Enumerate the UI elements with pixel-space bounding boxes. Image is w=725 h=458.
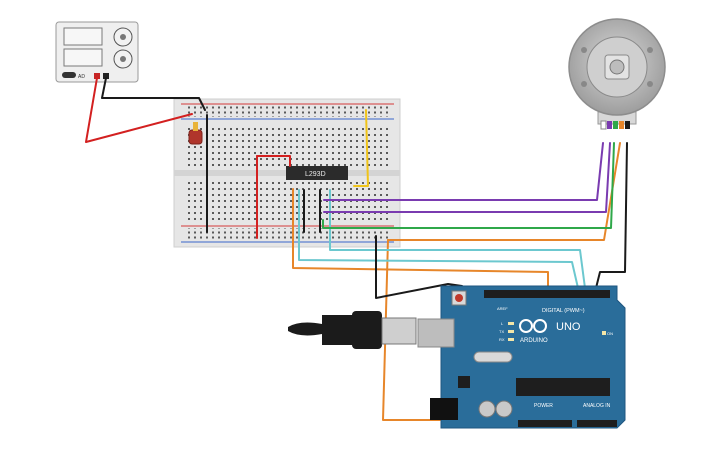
wires[interactable] <box>85 77 628 421</box>
dc-motor-icon[interactable] <box>568 18 666 130</box>
wire-purple-out2 <box>323 142 611 213</box>
wire-cyan-in1 <box>298 189 579 289</box>
wire-orange-motor-power <box>387 142 621 241</box>
power-label: POWER <box>534 403 553 409</box>
analog-label: ANALOG IN <box>583 403 611 409</box>
wire-bb-yellow <box>353 109 369 187</box>
voltage-regulator <box>458 376 470 388</box>
wire-orange-enable <box>292 188 549 288</box>
l-label: L <box>501 321 504 326</box>
on-label: ON <box>607 331 613 336</box>
digital-label: DIGITAL (PWM~) <box>542 308 585 314</box>
cap-1 <box>478 400 496 418</box>
crystal <box>473 351 513 363</box>
arduino-model: UNO <box>556 321 581 333</box>
usb-port[interactable] <box>417 318 455 348</box>
atmega-chip <box>516 378 610 396</box>
wire-black-arduino-gnd <box>375 235 463 299</box>
wire-psu-positive <box>85 77 193 143</box>
digital-header[interactable] <box>484 290 610 298</box>
power-supply-icon[interactable]: AD <box>55 21 139 83</box>
wire-cyan-in2 <box>329 189 586 289</box>
rx-label: RX <box>499 337 505 342</box>
power-header[interactable] <box>518 420 572 427</box>
wire-black-motor-gnd <box>595 142 628 289</box>
wire-psu-negative <box>101 77 206 111</box>
wire-bb-vcc-jumper <box>256 155 291 167</box>
wire-green-encoder <box>322 142 615 229</box>
arduino-logo <box>519 319 547 333</box>
usb-cable-icon[interactable] <box>288 311 417 349</box>
power-supply-label: AD <box>78 74 85 80</box>
l293d-chip[interactable]: L293D <box>286 166 348 180</box>
analog-header[interactable] <box>577 420 617 427</box>
wire-purple-out1 <box>323 142 604 201</box>
arduino-uno-board[interactable]: DIGITAL (PWM~) AREF L TX RX ARDUINO UNO … <box>417 285 626 429</box>
cap-2 <box>495 400 513 418</box>
capacitor-icon[interactable] <box>188 122 203 145</box>
aref-label: AREF <box>497 306 508 311</box>
tx-label: TX <box>499 329 504 334</box>
arduino-brand: ARDUINO <box>520 338 548 344</box>
chip-label: L293D <box>305 171 326 178</box>
barrel-jack-icon[interactable] <box>430 398 458 420</box>
